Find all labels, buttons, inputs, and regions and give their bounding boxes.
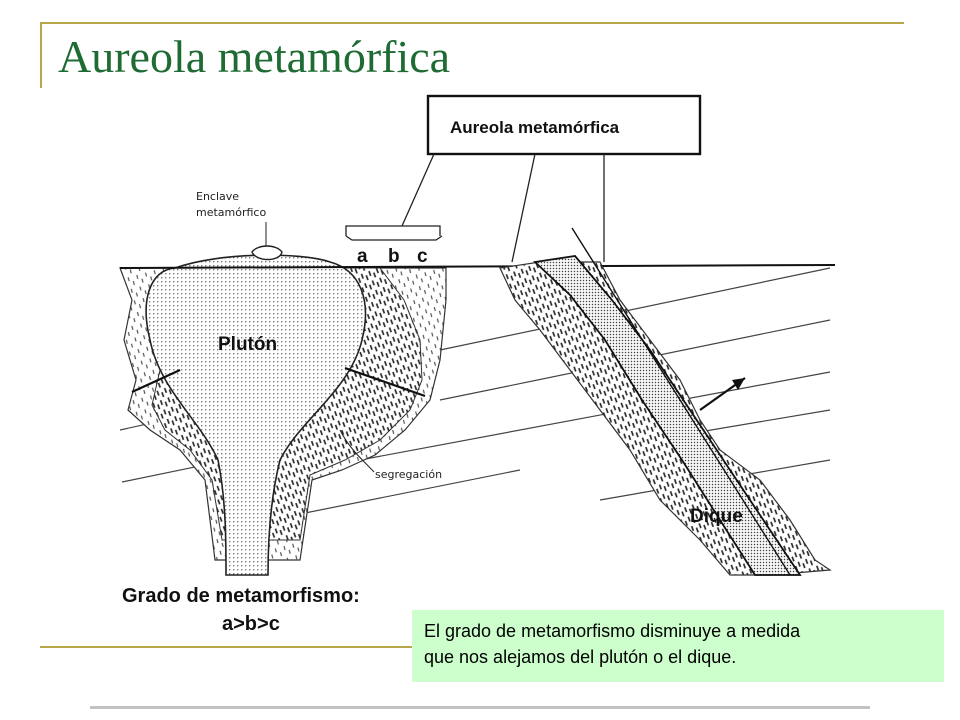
segregation-label: segregación [375, 468, 442, 481]
zone-bracket [345, 235, 443, 241]
pluton-flow-arrow-right [344, 366, 426, 398]
bottom-shadow-rule [90, 706, 870, 709]
zone-b-label: b [388, 246, 400, 267]
note-line-2: que nos alejamos del plutón o el dique. [424, 647, 737, 667]
callout-label: Aureola metamórfica [450, 118, 620, 137]
pluton-label: Plutón [218, 334, 277, 355]
zone-c-label: c [417, 246, 428, 267]
grade-title: Grado de metamorfismo: [122, 585, 360, 607]
enclave-body [251, 245, 283, 261]
pluton-body [145, 254, 367, 576]
explanation-note: El grado de metamorfismo disminuye a med… [412, 610, 944, 682]
slide-frame-top-rule [40, 22, 904, 24]
segregation-leader [339, 429, 375, 473]
enclave-label-line1: Enclave [196, 190, 239, 203]
dike-flow-arrowhead [732, 378, 745, 390]
grade-order: a>b>c [222, 613, 280, 635]
dike-body [533, 255, 802, 576]
slide-frame-left-rule [40, 22, 42, 88]
zone-a-label: a [357, 246, 368, 267]
callout-box [426, 94, 702, 156]
note-line-1: El grado de metamorfismo disminuye a med… [424, 621, 801, 641]
dike-inner-edge [571, 227, 791, 576]
ground-surface [119, 264, 836, 269]
callout-leader-lines [345, 153, 605, 263]
slide-title: Aureola metamórfica [58, 31, 451, 82]
enclave-label-line2: metamórfico [196, 206, 266, 219]
pluton-flow-arrow-left [131, 369, 181, 393]
dike-label: Dique [690, 506, 743, 527]
